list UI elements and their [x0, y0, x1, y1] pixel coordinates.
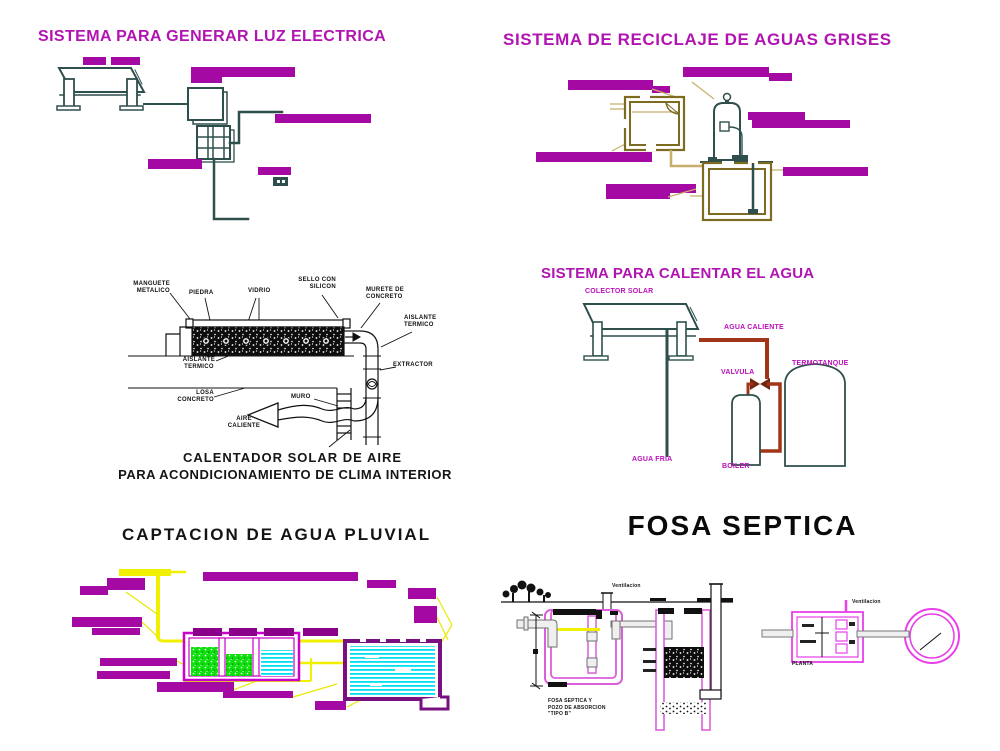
grey-water-tank-upper: [623, 95, 686, 152]
title-calentar-agua: SISTEMA PARA CALENTAR EL AGUA: [541, 265, 815, 282]
label-valvula: VALVULA: [721, 369, 755, 376]
label-piedra: PIEDRA: [189, 290, 214, 296]
label-sello-silicon: SELLO CON SILICON: [298, 277, 336, 290]
redacted-label-bars: [536, 67, 868, 199]
redacted-label-bars: [72, 572, 437, 710]
glass-cover: [191, 319, 345, 328]
label-losa-concreto: LOSA CONCRETO: [177, 390, 214, 403]
label-termotanque: TERMOTANQUE: [792, 360, 849, 367]
hot-water-pipe: [699, 338, 769, 379]
filter-bed: [664, 647, 704, 678]
valve-icon: [750, 378, 770, 390]
label-agua-fria: AGUA FRIA: [632, 456, 673, 463]
stone-absorber: [191, 326, 345, 356]
septic-plan-view: [761, 600, 960, 664]
luz-electrica-diagram: [56, 57, 371, 221]
label-colector-solar: COLECTOR SOLAR: [585, 288, 654, 295]
filtered-water: [261, 650, 293, 676]
gravel-bed: [660, 702, 706, 714]
subtitle-calentador-line1: CALENTADOR SOLAR DE AIRE: [183, 450, 402, 465]
pvc-pipes: [516, 616, 673, 668]
label-boiler: BOILER: [722, 463, 750, 470]
redacted-label-bars: [83, 57, 371, 175]
title-fosa-septica: FOSA SEPTICA: [627, 510, 858, 541]
filter-media-coarse: [191, 647, 218, 676]
termotanque-tank: [784, 363, 846, 467]
title-captacion-pluvial: CAPTACION DE AGUA PLUVIAL: [122, 525, 432, 544]
outlet-icon: [273, 177, 288, 186]
label-murete-concreto: MURETE DE CONCRETO: [366, 287, 405, 300]
label-extractor: EXTRACTOR: [393, 362, 433, 368]
label-aislante-termico-izq: AISLANTE TERMICO: [182, 357, 216, 370]
label-muro: MURO: [291, 394, 311, 400]
label-vidrio: VIDRIO: [248, 288, 271, 294]
outlet-pipe-plan: [856, 630, 910, 638]
inverter-box: [187, 87, 224, 121]
wire: [212, 157, 250, 221]
absorber-air-channels: [202, 337, 330, 345]
caption-planta: PLANTA: [792, 661, 814, 667]
hydro-tank-cylinder: [708, 92, 748, 162]
fosa-septica-diagram: [501, 580, 960, 731]
label-aire-caliente: AIRE CALIENTE: [227, 416, 261, 429]
label-aislante-termico-der: AISLANTE TERMICO: [404, 315, 437, 328]
subtitle-calentador-line2: PARA ACONDICIONAMIENTO DE CLIMA INTERIOR: [118, 467, 452, 482]
absorption-well-section: [643, 583, 723, 731]
caption-fosa-tipo: FOSA SEPTICA Y POZO DE ABSORCION "TIPO B…: [548, 698, 606, 717]
vegetation: [502, 580, 551, 602]
solar-collector: [582, 303, 700, 330]
title-luz-electrica: SISTEMA PARA GENERAR LUZ ELECTRICA: [38, 28, 387, 45]
wire: [228, 110, 284, 145]
captacion-pluvial-diagram: [72, 569, 453, 711]
boiler-tank: [731, 394, 761, 466]
calentar-agua-diagram: [582, 303, 846, 467]
grey-water-tank-lower: [701, 161, 773, 222]
aguas-grises-diagram: [536, 67, 868, 222]
muro-wall: [336, 388, 352, 440]
label-ventilacion-plan: Ventilacion: [852, 599, 881, 605]
septic-tank-section: [516, 609, 673, 690]
panel-leg: [63, 78, 75, 108]
title-aguas-grises: SISTEMA DE RECICLAJE DE AGUAS GRISES: [503, 30, 892, 49]
label-agua-caliente: AGUA CALIENTE: [724, 324, 784, 331]
tank-covers: [193, 628, 338, 636]
label-manguete-metalico: MANGUETE METALICO: [133, 281, 170, 294]
hot-air-arrow: [246, 402, 279, 428]
panel-leg: [126, 78, 138, 108]
label-ventilacion-section: Ventilacion: [612, 583, 641, 589]
inlet-pipe-plan: [761, 629, 794, 638]
filter-media-fine: [226, 654, 252, 676]
storage-cistern: [343, 638, 450, 711]
calentador-aire-diagram: [128, 292, 413, 448]
water-level-line: [556, 628, 600, 631]
well-vent-pipe: [710, 583, 722, 697]
extractor-fan-icon: [366, 378, 378, 390]
filter-tanks: [182, 631, 301, 682]
tan-pipe: [669, 150, 704, 168]
